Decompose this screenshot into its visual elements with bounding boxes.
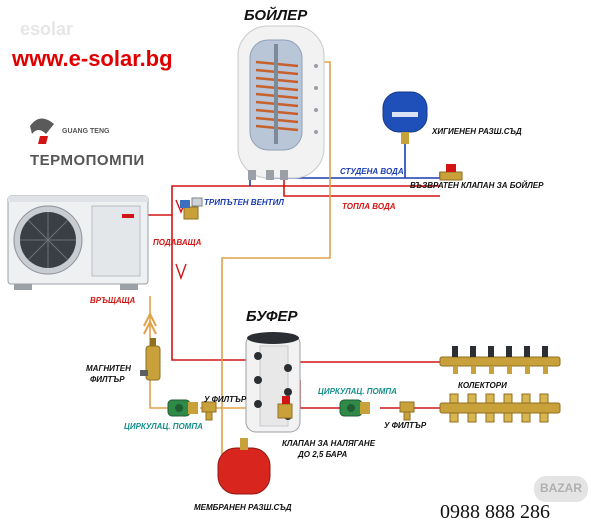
buffer-label: БУФЕР (246, 308, 298, 325)
boiler-icon (237, 25, 325, 180)
watermark-text: esolar (20, 19, 74, 39)
valve-icon (277, 396, 293, 419)
supply-arrow-icon (175, 263, 187, 281)
circ-pump-label-1: ЦИРКУЛАЦ. ПОМПА (124, 422, 203, 431)
brand-product: ТЕРМОПОМПИ (30, 152, 145, 169)
filter-icon (140, 338, 161, 381)
hot-water-label: ТОПЛА ВОДА (342, 202, 396, 211)
cold-water-label: СТУДЕНА ВОДА (340, 167, 404, 176)
return-valve-label: ВЪЗВРАТЕН КЛАПАН ЗА БОЙЛЕР (410, 181, 544, 190)
membrane-tank-label: МЕМБРАНЕН РАЗШ.СЪД (194, 503, 292, 512)
supply-label: ПОДАВАЩА (153, 238, 202, 247)
filter-icon (399, 401, 415, 421)
magnetic-filter-label-2: ФИЛТЪР (90, 375, 125, 384)
pump-icon (339, 399, 370, 417)
hygienic-tank-label: ХИГИЕНЕН РАЗШ.СЪД (432, 127, 522, 136)
magnetic-filter-label-1: МАГНИТЕН (86, 364, 131, 373)
corner-logo-text: BAZAR (540, 481, 582, 495)
return-arrow-icon (143, 311, 157, 327)
phone-number: 0988 888 286 (440, 501, 550, 523)
y-filter-label-1: У ФИЛТЪР (204, 395, 247, 404)
boiler-label: БОЙЛЕР (244, 7, 308, 24)
three-way-valve-label: ТРИПЪТЕН ВЕНТИЛ (204, 198, 284, 207)
circ-pump-label-2: ЦИРКУЛАЦ. ПОМПА (318, 387, 397, 396)
return-label: ВРЪЩАЩА (90, 296, 136, 305)
buffer-tank-icon (245, 332, 301, 433)
pump-icon (167, 399, 198, 417)
y-filter-label-2: У ФИЛТЪР (384, 421, 427, 430)
collectors-label: КОЛЕКТОРИ (458, 381, 507, 390)
pressure-valve-label-2: ДО 2,5 БАРА (298, 450, 348, 459)
website-link[interactable]: www.e-solar.bg (12, 46, 173, 71)
valve-icon (180, 197, 203, 220)
return-arrow-icon (143, 319, 157, 335)
bazar-logo-icon (534, 476, 588, 502)
pressure-valve-label-1: КЛАПАН ЗА НАЛЯГАНЕ (282, 439, 376, 448)
filter-icon (201, 401, 217, 421)
brand-logo-icon (30, 118, 54, 144)
expansion-tank-icon (382, 91, 428, 144)
manifold-icon (439, 346, 561, 374)
valve-icon (439, 164, 463, 181)
brand-logo-text: GUANG TENG (62, 128, 110, 135)
heat-pump-icon (7, 195, 149, 290)
expansion-tank-icon (217, 438, 271, 495)
manifold-icon (439, 393, 561, 423)
